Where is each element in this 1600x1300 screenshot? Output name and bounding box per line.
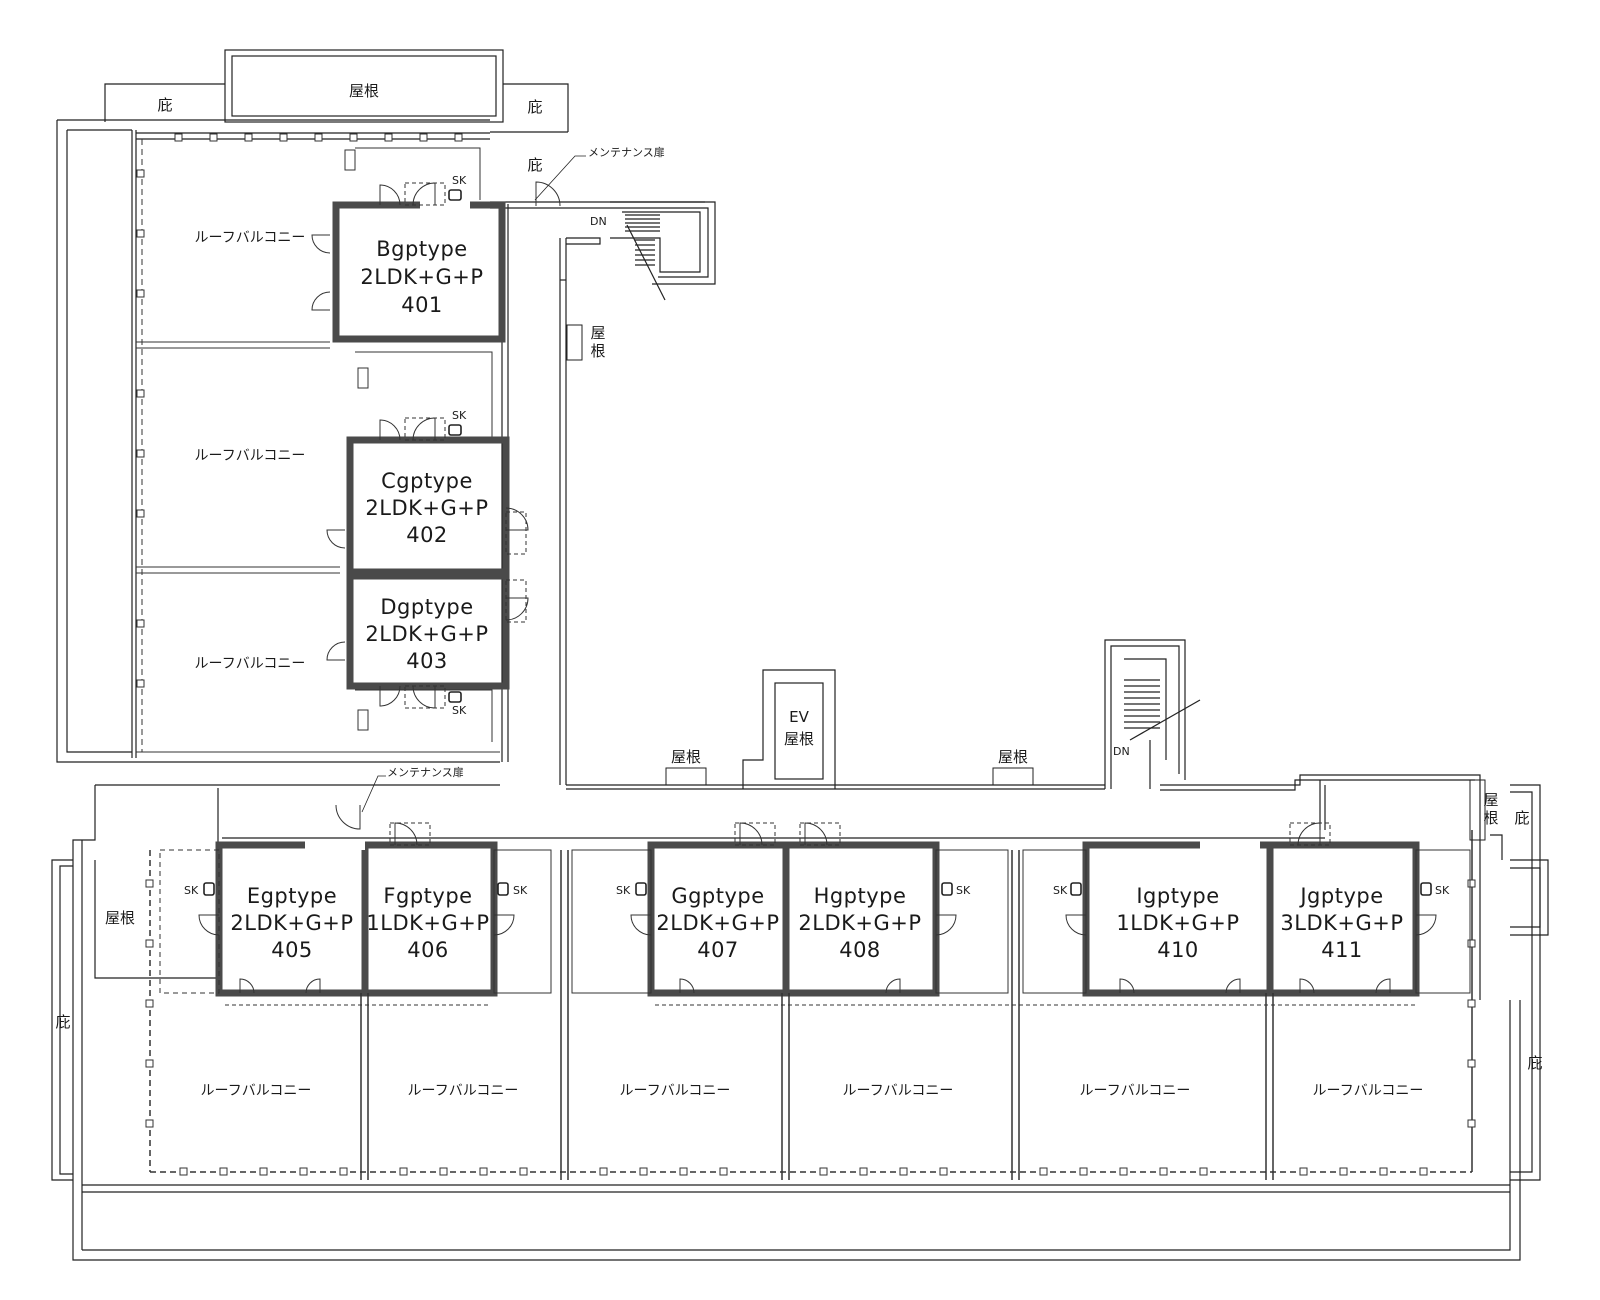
eaves-label: 庇: [527, 156, 542, 174]
unit-layout: 1LDK+G+P: [366, 911, 489, 935]
unit-layout: 2LDK+G+P: [798, 911, 921, 935]
unit-411: Jgptype 3LDK+G+P 411: [1280, 884, 1403, 962]
roof-label: 屋根: [671, 748, 701, 766]
roof-label-vertical-1: 屋: [1483, 791, 1498, 809]
unit-403: Dgptype 2LDK+G+P 403: [365, 595, 488, 673]
misc-labels: メンテナンス扉 メンテナンス扉 SK SK SK SK SK SK SK SK …: [184, 146, 1450, 897]
eaves-label: 庇: [527, 98, 542, 116]
roof-label-vertical-1: 屋: [590, 324, 605, 342]
stair-east: [1104, 639, 1201, 789]
unit-number: 411: [1321, 938, 1363, 962]
unit-layout: 2LDK+G+P: [656, 911, 779, 935]
unit-number: 410: [1157, 938, 1199, 962]
doors: [198, 181, 1437, 994]
unit-type: Jgptype: [1298, 884, 1383, 908]
maintenance-door-label: メンテナンス扉: [588, 146, 665, 159]
sink-label: SK: [184, 884, 199, 897]
sink-label: SK: [1053, 884, 1068, 897]
roof-balcony-label: ルーフバルコニー: [1313, 1083, 1424, 1099]
roof-balcony-label: ルーフバルコニー: [195, 448, 306, 464]
down-label: DN: [590, 215, 607, 228]
unit-layout: 2LDK+G+P: [360, 265, 483, 289]
unit-layout: 2LDK+G+P: [365, 496, 488, 520]
unit-type: Igptype: [1136, 884, 1219, 908]
eaves-label: 庇: [55, 1013, 70, 1031]
eaves-label: 庇: [1514, 809, 1529, 827]
balcony-posts: [136, 133, 463, 688]
unit-407: Ggptype 2LDK+G+P 407: [656, 884, 779, 962]
roof-balcony-label: ルーフバルコニー: [408, 1083, 519, 1099]
ev-label: EV: [789, 708, 809, 726]
unit-number: 401: [401, 293, 443, 317]
sink-label: SK: [452, 704, 467, 717]
dashed-openings: [225, 182, 1415, 1006]
roof-balcony-label: ルーフバルコニー: [843, 1083, 954, 1099]
small-roofs: [566, 324, 1486, 841]
unit-type: Dgptype: [380, 595, 473, 619]
sink-label: SK: [513, 884, 528, 897]
ev-shaft: [742, 669, 836, 789]
roof-label-vertical-2: 根: [590, 342, 605, 360]
leader-lines: [361, 155, 586, 813]
unit-number: 406: [407, 938, 449, 962]
sink-label: SK: [452, 174, 467, 187]
sink-label: SK: [956, 884, 971, 897]
ev-roof-label: 屋根: [784, 730, 814, 748]
roof-balcony-label: ルーフバルコニー: [195, 656, 306, 672]
unit-number: 402: [406, 523, 448, 547]
sink-label: SK: [1435, 884, 1450, 897]
unit-406: Fgptype 1LDK+G+P 406: [366, 884, 489, 962]
sink-label: SK: [452, 409, 467, 422]
roof-labels: 屋根 庇 庇 庇 屋 根 屋根 屋根 EV 屋根 屋根 屋 根 庇 庇 庇: [55, 82, 1542, 1072]
unit-410: Igptype 1LDK+G+P 410: [1116, 884, 1239, 962]
eaves-label: 庇: [157, 96, 172, 114]
unit-405: Egptype 2LDK+G+P 405: [230, 884, 353, 962]
unit-labels: Bgptype 2LDK+G+P 401 Cgptype 2LDK+G+P 40…: [230, 237, 1403, 962]
unit-number: 408: [839, 938, 881, 962]
down-label: DN: [1113, 745, 1130, 758]
roof-label: 屋根: [105, 909, 135, 927]
balcony-labels: ルーフバルコニー ルーフバルコニー ルーフバルコニー ルーフバルコニー ルーフバ…: [195, 230, 1424, 1099]
unit-layout: 3LDK+G+P: [1280, 911, 1403, 935]
south-posts: [145, 879, 1476, 1176]
roof-label-vertical-2: 根: [1483, 809, 1498, 827]
unit-408: Hgptype 2LDK+G+P 408: [798, 884, 921, 962]
entry-gaps: [305, 200, 1260, 850]
unit-type: Ggptype: [671, 884, 764, 908]
unit-layout: 2LDK+G+P: [365, 622, 488, 646]
roof-balcony-label: ルーフバルコニー: [201, 1083, 312, 1099]
unit-number: 405: [271, 938, 313, 962]
sink-label: SK: [616, 884, 631, 897]
unit-number: 403: [406, 649, 448, 673]
roof-balcony-label: ルーフバルコニー: [1080, 1083, 1191, 1099]
unit-layout: 2LDK+G+P: [230, 911, 353, 935]
stair-north: [610, 201, 716, 301]
unit-type: Cgptype: [381, 469, 473, 493]
roof-label: 屋根: [349, 82, 379, 100]
unit-type: Egptype: [247, 884, 337, 908]
roof-balcony-label: ルーフバルコニー: [620, 1083, 731, 1099]
sink-boxes: [203, 189, 1432, 896]
roof-balcony-label: ルーフバルコニー: [195, 230, 306, 246]
unit-type: Hgptype: [814, 884, 907, 908]
unit-type: Bgptype: [376, 237, 467, 261]
unit-layout: 1LDK+G+P: [1116, 911, 1239, 935]
west-service: [344, 147, 493, 742]
unit-402: Cgptype 2LDK+G+P 402: [365, 469, 488, 547]
west-balconies: [136, 139, 500, 753]
service-boxes: [159, 849, 1471, 994]
unit-number: 407: [697, 938, 739, 962]
roof-label: 屋根: [998, 748, 1028, 766]
eaves-label: 庇: [1527, 1054, 1542, 1072]
maintenance-door-label: メンテナンス扉: [387, 766, 464, 779]
unit-type: Fgptype: [383, 884, 472, 908]
unit-401: Bgptype 2LDK+G+P 401: [360, 237, 483, 317]
